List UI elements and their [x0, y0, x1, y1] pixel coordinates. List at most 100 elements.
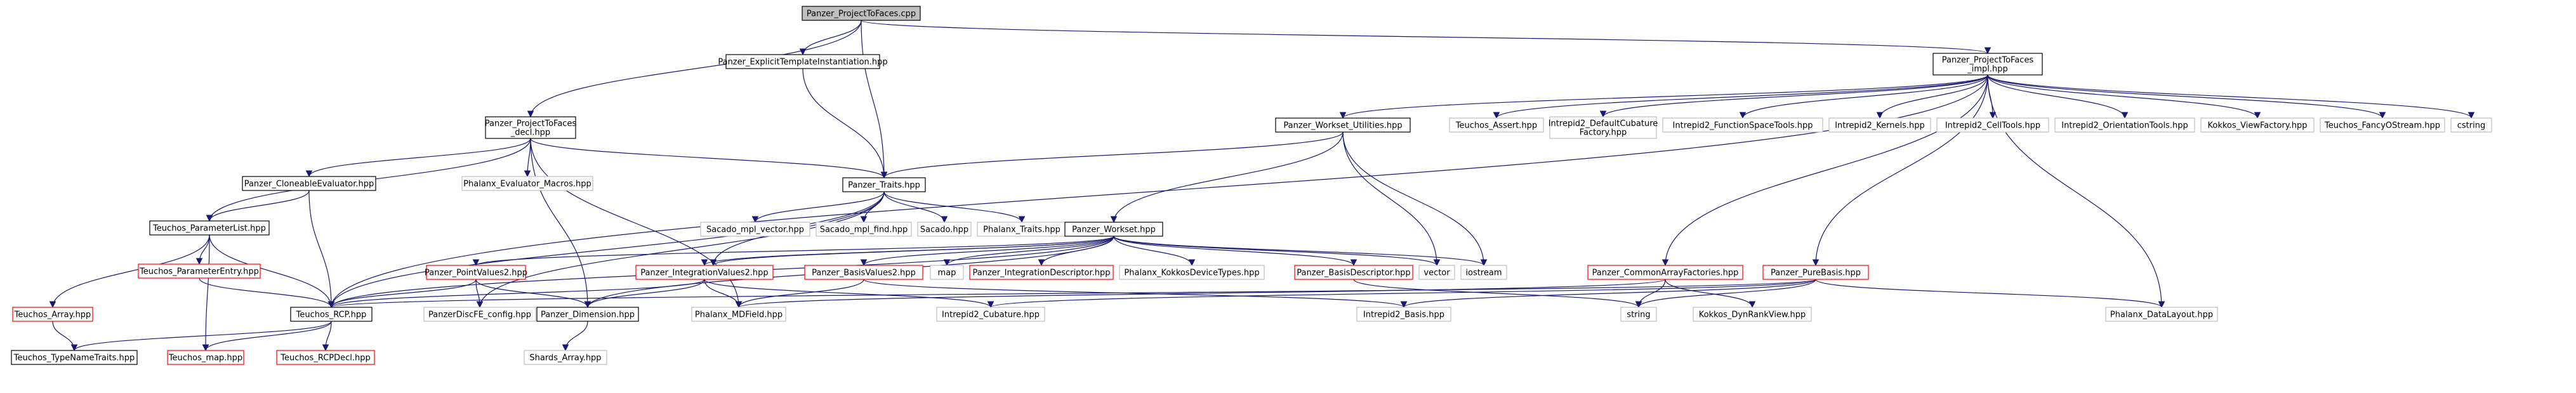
node-map-label-0: map [938, 269, 956, 278]
node-kvf[interactable]: Kokkos_ViewFactory.hpp [2200, 117, 2315, 133]
node-tpl-box [149, 220, 270, 236]
node-phxevalmac-label-0: Phalanx_Evaluator_Macros.hpp [463, 180, 591, 189]
node-phxkdt-label-0: Phalanx_KokkosDeviceTypes.hpp [1124, 269, 1259, 278]
edge-impl-to-phxdl [1987, 74, 2165, 309]
edge-purebasis-to-trcp [328, 279, 1816, 309]
node-shards-box [524, 350, 607, 365]
node-sacado[interactable]: Sacado.hpp [917, 222, 972, 237]
node-iostream-box [1460, 265, 1507, 280]
node-wsutil-label-0: Panzer_Workset_Utilities.hpp [1283, 121, 1402, 131]
node-trcpdecl[interactable]: Teuchos_RCPDecl.hpp [276, 350, 375, 365]
node-explicit-box [725, 54, 880, 69]
node-wsutil[interactable]: Panzer_Workset_Utilities.hpp [1275, 117, 1411, 133]
node-ttnt[interactable]: Teuchos_TypeNameTraits.hpp [11, 350, 138, 365]
node-traits[interactable]: Panzer_Traits.hpp [842, 177, 926, 192]
node-intcub-label-0: Intrepid2_Cubature.hpp [942, 310, 1040, 320]
edge-iv2-to-phxmdf [704, 279, 743, 309]
node-iostream-label-0: iostream [1465, 269, 1502, 278]
node-cloneable-label-0: Panzer_CloneableEvaluator.hpp [244, 180, 374, 189]
edge-bv2-to-intbasis [863, 279, 1408, 309]
node-smplfind[interactable]: Sacado_mpl_find.hpp [816, 222, 912, 237]
node-smplvec[interactable]: Sacado_mpl_vector.hpp [700, 222, 810, 237]
node-intbasis[interactable]: Intrepid2_Basis.hpp [1356, 307, 1451, 322]
edge-impl-to-intdefcub [1599, 74, 1988, 118]
node-bv2[interactable]: Panzer_BasisValues2.hpp [804, 265, 923, 280]
node-intfst[interactable]: Intrepid2_FunctionSpaceTools.hpp [1662, 117, 1823, 133]
node-phxkdt[interactable]: Phalanx_KokkosDeviceTypes.hpp [1119, 265, 1265, 280]
node-intorient[interactable]: Intrepid2_OrientationTools.hpp [2054, 117, 2195, 133]
edge-pv2-to-pdim [475, 279, 591, 309]
edge-impl-to-intorient [1987, 74, 2129, 119]
node-trcp[interactable]: Teuchos_RCP.hpp [290, 307, 373, 322]
node-intdesc[interactable]: Panzer_IntegrationDescriptor.hpp [969, 265, 1114, 280]
node-caf-box [1587, 265, 1743, 280]
node-phxdl[interactable]: Phalanx_DataLayout.hpp [2105, 307, 2218, 322]
node-intorient-box [2054, 117, 2195, 133]
node-pv2[interactable]: Panzer_PointValues2.hpp [425, 265, 527, 280]
node-explicit[interactable]: Panzer_ExplicitTemplateInstantiation.hpp [718, 54, 888, 69]
edge-purebasis-to-string [1635, 279, 1816, 309]
node-intcub-box [936, 307, 1045, 322]
node-intdefcub-box [1549, 116, 1657, 139]
node-impl[interactable]: Panzer_ProjectToFaces_impl.hpp [1932, 53, 2043, 76]
node-phxmdf[interactable]: Phalanx_MDField.hpp [691, 307, 786, 322]
node-purebasis-box [1762, 265, 1869, 280]
node-pv2-label-0: Panzer_PointValues2.hpp [425, 269, 527, 278]
node-phxtraits[interactable]: Phalanx_Traits.hpp [977, 222, 1067, 237]
edge-decl-to-traits [530, 138, 888, 179]
node-phxevalmac[interactable]: Phalanx_Evaluator_Macros.hpp [461, 176, 593, 191]
node-purebasis[interactable]: Panzer_PureBasis.hpp [1762, 265, 1869, 280]
node-kvf-box [2200, 117, 2315, 133]
node-tpe[interactable]: Teuchos_ParameterEntry.hpp [138, 263, 261, 279]
edge-workset-to-vector [1113, 236, 1441, 267]
node-intcell[interactable]: Intrepid2_CellTools.hpp [1936, 117, 2049, 133]
node-shards[interactable]: Shards_Array.hpp [524, 350, 607, 365]
node-workset-box [1064, 222, 1163, 237]
node-tarray[interactable]: Teuchos_Array.hpp [12, 307, 93, 322]
node-explicit-label-0: Panzer_ExplicitTemplateInstantiation.hpp [718, 58, 887, 67]
node-cstring-box [2450, 117, 2492, 133]
edge-iv2-to-trcp [327, 279, 705, 309]
node-intcub[interactable]: Intrepid2_Cubature.hpp [936, 307, 1045, 322]
edge-impl-to-caf [1661, 74, 1988, 267]
node-kdrv[interactable]: Kokkos_DynRankView.hpp [1693, 307, 1812, 322]
node-cloneable[interactable]: Panzer_CloneableEvaluator.hpp [242, 176, 376, 191]
node-pdim[interactable]: Panzer_Dimension.hpp [536, 307, 639, 322]
edge-cloneable-to-trcp [308, 190, 335, 309]
node-intkern[interactable]: Intrepid2_Kernels.hpp [1828, 117, 1931, 133]
edge-impl-to-kvf [1987, 74, 2261, 119]
node-workset[interactable]: Panzer_Workset.hpp [1064, 222, 1163, 237]
edge-trcp-to-tmap [202, 321, 332, 352]
node-pdfe[interactable]: PanzerDiscFE_config.hpp [423, 307, 536, 322]
edge-wsutil-to-iostream [1342, 131, 1488, 267]
node-tfos[interactable]: Teuchos_FancyOStream.hpp [2320, 117, 2445, 133]
node-cstring[interactable]: cstring [2450, 117, 2492, 133]
node-tpe-label-0: Teuchos_ParameterEntry.hpp [139, 267, 259, 277]
node-tpl[interactable]: Teuchos_ParameterList.hpp [149, 220, 270, 236]
node-string[interactable]: string [1620, 307, 1657, 322]
node-iv2[interactable]: Panzer_IntegrationValues2.hpp [635, 265, 774, 280]
edge-impl-to-intfst [1739, 74, 1988, 119]
edge-impl-to-purebasis [1812, 74, 1988, 267]
node-vector[interactable]: vector [1418, 265, 1455, 280]
node-tassert-box [1449, 117, 1544, 133]
node-basisdesc[interactable]: Panzer_BasisDescriptor.hpp [1294, 265, 1413, 280]
node-decl[interactable]: Panzer_ProjectToFaces_decl.hpp [485, 116, 577, 139]
node-impl-box [1932, 53, 2043, 76]
node-caf[interactable]: Panzer_CommonArrayFactories.hpp [1587, 265, 1743, 280]
node-intorient-label-0: Intrepid2_OrientationTools.hpp [2061, 121, 2188, 131]
node-pdfe-box [423, 307, 536, 322]
node-phxtraits-label-0: Phalanx_Traits.hpp [983, 225, 1060, 235]
node-tmap[interactable]: Teuchos_map.hpp [167, 350, 244, 365]
node-tassert[interactable]: Teuchos_Assert.hpp [1449, 117, 1544, 133]
node-smplvec-box [700, 222, 810, 237]
edge-root-to-explicit [799, 20, 862, 56]
node-wsutil-box [1275, 117, 1411, 133]
node-iostream[interactable]: iostream [1460, 265, 1507, 280]
edge-impl-to-cstring [1987, 74, 2475, 119]
node-map[interactable]: map [930, 265, 964, 280]
node-trcp-label-0: Teuchos_RCP.hpp [296, 310, 367, 320]
node-root[interactable]: Panzer_ProjectToFaces.cpp [802, 6, 921, 21]
